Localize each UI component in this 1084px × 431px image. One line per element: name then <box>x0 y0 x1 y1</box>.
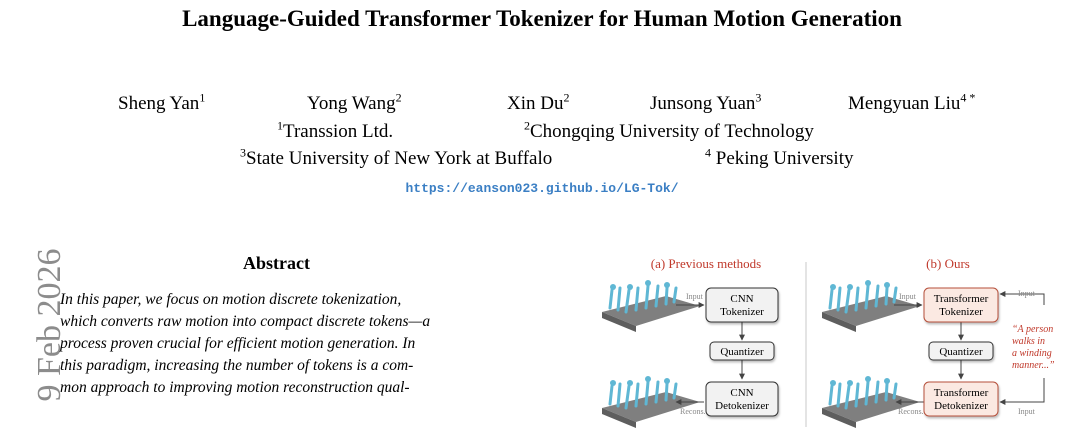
cnn-tokenizer-box: CNN Tokenizer <box>705 287 779 323</box>
abstract-line: which converts raw motion into compact d… <box>60 313 431 330</box>
author-3: Xin Du2 <box>507 90 570 114</box>
affiliation-4: 4 Peking University <box>705 145 854 169</box>
svg-text:a winding: a winding <box>1012 348 1052 359</box>
abstract-line: In this paper, we focus on motion discre… <box>60 291 402 308</box>
affiliation-3: 3State University of New York at Buffalo <box>240 145 553 169</box>
paper-title: Language-Guided Transformer Tokenizer fo… <box>182 6 902 31</box>
svg-text:walks in: walks in <box>1012 336 1045 347</box>
input-motion-image-b <box>822 280 920 332</box>
svg-text:Quantizer: Quantizer <box>720 346 764 358</box>
text-input-label-bottom: Input <box>1018 407 1036 416</box>
abstract-body: In this paper, we focus on motion discre… <box>60 289 544 399</box>
svg-text:Transformer: Transformer <box>934 293 989 305</box>
input-label-b: Input <box>899 292 917 301</box>
recons-label-b: Recons. <box>898 407 924 416</box>
svg-text:Detokenizer: Detokenizer <box>715 400 769 412</box>
svg-text:manner...”: manner...” <box>1012 360 1055 371</box>
panel-b-title: (b) Ours <box>926 256 970 271</box>
svg-text:Tokenizer: Tokenizer <box>720 306 764 318</box>
input-label-a: Input <box>686 292 704 301</box>
project-url-link[interactable]: https://eanson023.github.io/LG-Tok/ <box>405 181 679 196</box>
svg-text:Quantizer: Quantizer <box>939 346 983 358</box>
transformer-detokenizer-box: Transformer Detokenizer <box>923 381 999 417</box>
svg-text:Detokenizer: Detokenizer <box>934 400 988 412</box>
language-prompt-text: “A person walks in a winding manner...” <box>1012 324 1055 371</box>
svg-text:CNN: CNN <box>730 387 753 399</box>
affiliation-2: 2Chongqing University of Technology <box>524 118 814 142</box>
input-motion-image-a <box>602 280 700 332</box>
affiliation-1: 1Transsion Ltd. <box>277 118 394 142</box>
author-4: Junsong Yuan3 <box>650 90 762 114</box>
recons-label-a: Recons. <box>680 407 706 416</box>
method-comparison-figure: (a) Previous methods Input Recons. CNN <box>602 256 1055 428</box>
transformer-tokenizer-box: Transformer Tokenizer <box>923 287 999 323</box>
quantizer-box-a: Quantizer <box>709 341 775 361</box>
text-input-label-top: Input <box>1018 289 1036 298</box>
svg-text:Tokenizer: Tokenizer <box>939 306 983 318</box>
author-1: Sheng Yan1 <box>118 90 206 114</box>
quantizer-box-b: Quantizer <box>928 341 994 361</box>
author-5: Mengyuan Liu4 * <box>848 90 976 114</box>
svg-text:Transformer: Transformer <box>934 387 989 399</box>
cnn-detokenizer-box: CNN Detokenizer <box>705 381 779 417</box>
abstract-line: process proven crucial for efficient mot… <box>60 335 416 352</box>
svg-text:“A person: “A person <box>1012 324 1053 335</box>
author-2: Yong Wang2 <box>307 90 402 114</box>
abstract-line: this paradigm, increasing the number of … <box>60 357 414 374</box>
panel-a-title: (a) Previous methods <box>651 256 761 271</box>
abstract-heading: Abstract <box>243 253 310 273</box>
abstract-line: mon approach to improving motion reconst… <box>60 379 410 396</box>
svg-text:CNN: CNN <box>730 293 753 305</box>
